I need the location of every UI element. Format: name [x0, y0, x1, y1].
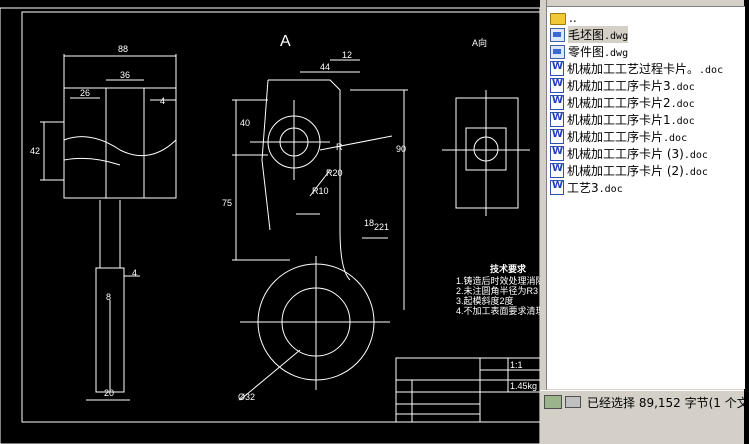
file-name: 机械加工工序卡片2	[567, 96, 671, 110]
dim-text: R10	[312, 186, 329, 196]
cad-drawing-canvas[interactable]: A A向 技术要求 1.铸造后时效处理消除 2.未注圆角半径为R3 3.起模斜度…	[0, 0, 545, 444]
file-list[interactable]: .. 毛坯图.dwg 零件图.dwg 机械加工工艺过程卡片。.doc 机械加工工…	[546, 6, 745, 389]
list-item-file[interactable]: 机械加工工序卡片1.doc	[547, 111, 745, 128]
list-item-file[interactable]: 毛坯图.dwg	[547, 26, 745, 43]
status-bar: 已经选择 89,152 字节(1 个文	[540, 390, 749, 413]
right-view	[442, 90, 530, 216]
folder-icon	[550, 12, 566, 25]
file-name: 机械加工工序卡片3	[567, 79, 671, 93]
file-name: 机械加工工序卡片1	[567, 113, 671, 127]
file-browser-pane: .. 毛坯图.dwg 零件图.dwg 机械加工工艺过程卡片。.doc 机械加工工…	[540, 0, 749, 444]
tech-item-3: 3.起模斜度2度	[456, 295, 514, 306]
dim-text: 36	[120, 70, 130, 80]
list-item-file[interactable]: 机械加工工序卡片.doc	[547, 128, 745, 145]
file-extension: .doc	[670, 116, 695, 127]
bottom-strip	[540, 412, 744, 444]
network-icon	[544, 395, 562, 409]
dwg-file-icon	[550, 27, 565, 42]
file-extension: .doc	[683, 150, 708, 161]
dim-text: 40	[240, 118, 250, 128]
file-name: 机械加工工艺过程卡片。	[567, 62, 700, 76]
view-label: A向	[472, 37, 487, 48]
list-item-file[interactable]: 工艺3.doc	[547, 179, 745, 196]
dim-text: 8	[106, 292, 111, 302]
dim-text: 44	[320, 62, 330, 72]
word-doc-icon	[550, 61, 564, 76]
dim-text: 221	[374, 222, 389, 232]
dim-text: R20	[326, 168, 343, 178]
tech-item-1: 1.铸造后时效处理消除	[456, 275, 545, 286]
dim-text: 18	[364, 218, 374, 228]
list-item-file[interactable]: 机械加工工序卡片2.doc	[547, 94, 745, 111]
dim-text: 20	[104, 388, 114, 398]
list-item-file[interactable]: 机械加工工序卡片 (2).doc	[547, 162, 745, 179]
key-icon	[565, 396, 581, 408]
list-item-parent-folder[interactable]: ..	[547, 9, 745, 26]
list-item-file[interactable]: 机械加工工艺过程卡片。.doc	[547, 60, 745, 77]
list-item-file[interactable]: 机械加工工序卡片 (3).doc	[547, 145, 745, 162]
word-doc-icon	[550, 95, 564, 110]
dim-text: 88	[118, 44, 128, 54]
file-extension: .dwg	[604, 48, 629, 59]
dim-text: 26	[80, 88, 90, 98]
title-block-weight: 1.45kg	[510, 381, 537, 391]
dim-text: 4	[160, 96, 165, 106]
tech-item-2: 2.未注圆角半径为R3	[456, 285, 538, 296]
file-name: 机械加工工序卡片 (3)	[567, 147, 684, 161]
word-doc-icon	[550, 129, 564, 144]
file-extension: .dwg	[604, 31, 629, 42]
dim-text: 42	[30, 146, 40, 156]
word-doc-icon	[550, 146, 564, 161]
list-item-file[interactable]: 零件图.dwg	[547, 43, 745, 60]
word-doc-icon	[550, 78, 564, 93]
dim-text: Ø32	[238, 392, 255, 402]
file-name: 工艺3	[567, 181, 599, 195]
file-extension: .doc	[670, 99, 695, 110]
file-name: 零件图	[568, 45, 605, 59]
word-doc-icon	[550, 112, 564, 127]
tech-requirements-title: 技术要求	[490, 263, 527, 274]
cad-drawing: A A向 技术要求 1.铸造后时效处理消除 2.未注圆角半径为R3 3.起模斜度…	[0, 7, 545, 444]
file-extension: .doc	[663, 133, 688, 144]
status-text: 已经选择 89,152 字节(1 个文	[587, 395, 749, 410]
dim-text: 4	[132, 268, 137, 278]
dim-text: 90	[396, 144, 406, 154]
file-name: 机械加工工序卡片 (2)	[567, 164, 684, 178]
dim-text: R	[336, 142, 343, 152]
title-block-scale: 1:1	[510, 360, 523, 370]
section-label: A	[280, 33, 291, 50]
list-item-file[interactable]: 机械加工工序卡片3.doc	[547, 77, 745, 94]
file-name: 毛坯图	[568, 28, 605, 42]
word-doc-icon	[550, 163, 564, 178]
dwg-file-icon	[550, 44, 565, 59]
file-name: ..	[569, 10, 577, 25]
word-doc-icon	[550, 180, 564, 195]
tech-item-4: 4.不加工表面要求清理	[456, 305, 545, 316]
file-extension: .doc	[670, 82, 695, 93]
left-view	[40, 54, 177, 401]
dim-text: 12	[342, 50, 352, 60]
file-extension: .doc	[598, 184, 623, 195]
dim-text: 75	[222, 198, 232, 208]
file-extension: .doc	[699, 65, 724, 76]
file-extension: .doc	[683, 167, 708, 178]
middle-view	[232, 59, 408, 401]
file-name: 机械加工工序卡片	[567, 130, 664, 144]
